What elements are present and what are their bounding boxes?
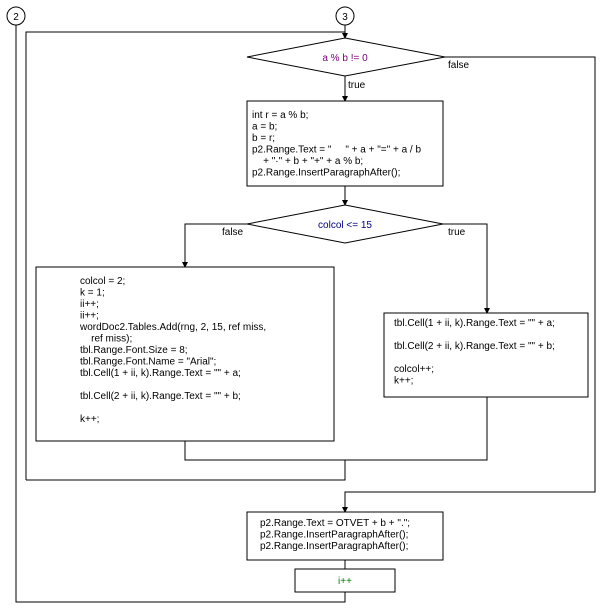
code-line: colcol++; [394,364,434,375]
increment-text: i++ [338,576,352,587]
decision1-false-label: false [448,60,470,71]
code-line: tbl.Range.Font.Size = 8; [80,345,188,356]
connector-3: 3 [335,6,355,26]
code-line: p2.Range.Text = " " + a + "=" + a / b [252,145,421,156]
decision-a-mod-b: a % b != 0 true false [246,37,470,91]
code-line [80,380,83,391]
code-line: p2.Range.InsertParagraphAfter(); [260,530,408,541]
decision2-false-label: false [222,227,244,238]
code-line: ref miss); [80,334,132,345]
code-line: colcol = 2; [80,276,125,287]
code-line: k++; [394,376,413,387]
code-line: int r = a % b; [252,110,308,121]
code-line: k = 1; [80,288,105,299]
code-line: tbl.Cell(2 + ii, k).Range.Text = "" + b; [80,391,241,402]
code-line: tbl.Cell(1 + ii, k).Range.Text = "" + a; [80,368,241,379]
code-line: tbl.Cell(2 + ii, k).Range.Text = "" + b; [394,341,555,352]
flow-lines [15,25,596,603]
connector-2: 2 [6,6,26,26]
code-line [394,330,397,341]
code-line: k++; [80,414,99,425]
block-final-code: p2.Range.Text = OTVET + b + ".";p2.Range… [260,518,410,552]
code-line: wordDoc2.Tables.Add(rng, 2, 15, ref miss… [79,322,266,333]
decision2-true-label: true [448,227,466,238]
code-line: p2.Range.Text = OTVET + b + "."; [260,518,410,529]
code-line: b = r; [252,133,275,144]
process-block-1: int r = a % b;a = b;b = r;p2.Range.Text … [246,100,444,187]
decision2-condition: colcol <= 15 [318,220,372,231]
code-line: p2.Range.InsertParagraphAfter(); [260,541,408,552]
block-true-code: tbl.Cell(1 + ii, k).Range.Text = "" + a;… [394,318,555,387]
process-block-increment: i++ [294,568,396,593]
connector-3-label: 3 [342,12,348,23]
process-block-false: colcol = 2;k = 1;ii++;ii++;wordDoc2.Tabl… [35,266,335,442]
code-line: tbl.Cell(1 + ii, k).Range.Text = "" + a; [394,318,555,329]
decision1-condition: a % b != 0 [322,53,368,64]
block-false-code: colcol = 2;k = 1;ii++;ii++;wordDoc2.Tabl… [79,276,266,425]
code-line: p2.Range.InsertParagraphAfter(); [252,168,400,179]
connector-2-label: 2 [13,12,19,23]
decision-colcol: colcol <= 15 false true [222,204,466,244]
code-line: ii++; [80,311,99,322]
process-block-final: p2.Range.Text = OTVET + b + ".";p2.Range… [246,511,444,561]
code-line: a = b; [252,122,277,133]
decision1-true-label: true [348,80,366,91]
code-line: + "·" + b + "+" + a % b; [252,156,363,167]
code-line [80,403,83,414]
code-line: ii++; [80,299,99,310]
code-line: tbl.Range.Font.Name = "Arial"; [80,357,216,368]
process-block-true: tbl.Cell(1 + ii, k).Range.Text = "" + a;… [383,312,589,398]
block1-code: int r = a % b;a = b;b = r;p2.Range.Text … [252,110,421,179]
code-line [394,353,397,364]
